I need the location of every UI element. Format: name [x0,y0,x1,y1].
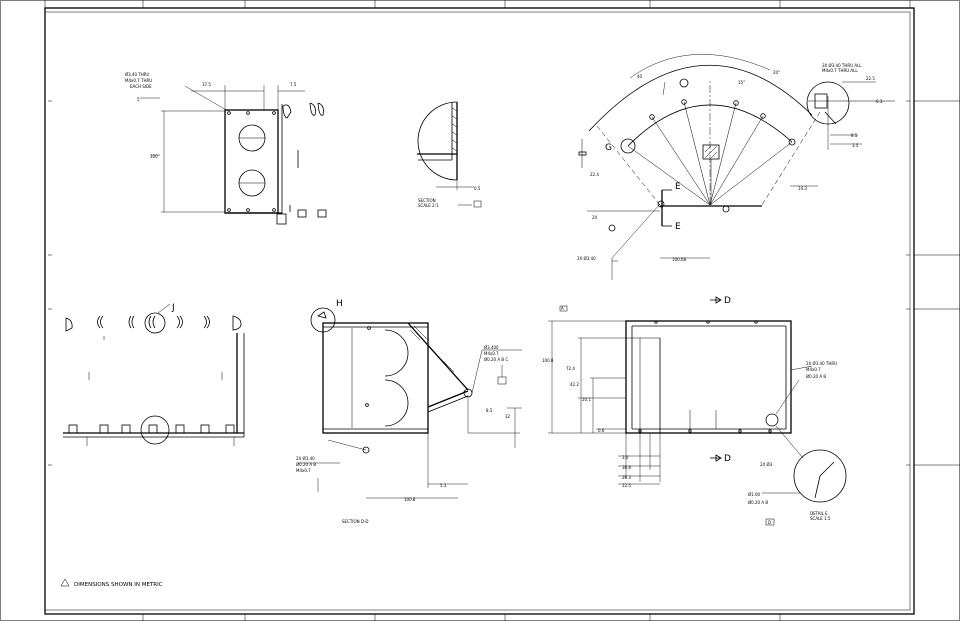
callout-e-top: E [675,182,681,192]
side-panel-view [63,303,245,446]
svg-text:M4x0.7 THRU: M4x0.7 THRU [125,78,152,83]
svg-text:M4x0.7 THRU ALL: M4x0.7 THRU ALL [822,68,858,73]
svg-text:EACH SIDE: EACH SIDE [130,84,152,89]
svg-text:8.5: 8.5 [486,408,493,413]
detail-e-scale: SCALE 1:5 [810,516,831,521]
svg-text:SCALE 2:1: SCALE 2:1 [418,203,439,208]
svg-text:100.8: 100.8 [404,497,416,502]
svg-text:3X Ø3.40 THRU ALL: 3X Ø3.40 THRU ALL [822,63,862,68]
svg-text:8.5: 8.5 [851,133,858,138]
svg-text:Ø3.400: Ø3.400 [484,345,499,350]
svg-text:100.08: 100.08 [672,257,686,262]
front-panel-dimensions: Ø3.40 THRU M4x0.7 THRU EACH SIDE 37.5 7.… [125,72,305,213]
edge-detail-view: 0.5 SECTION SCALE 2:1 [417,101,482,208]
svg-text:24: 24 [592,215,598,220]
svg-text:72.4: 72.4 [566,366,575,371]
callout-h: H [336,299,343,309]
svg-text:26.3: 26.3 [622,475,631,480]
callout-j: J [171,303,175,313]
svg-text:Ø1.00: Ø1.00 [748,492,761,497]
svg-text:12.5: 12.5 [622,483,631,488]
section-view: Ø3.400 M4x0.7 Ø0.20 A B C 8.5 32 5.3 100… [296,307,522,502]
svg-text:7.5: 7.5 [290,82,297,87]
section-d-title: SECTION D-D [342,519,369,524]
svg-text:22.5: 22.5 [866,76,875,81]
svg-text:M4x0.7: M4x0.7 [296,468,311,473]
svg-text:5.3: 5.3 [440,483,447,488]
callout-d-top: D [724,296,731,306]
svg-text:0.6: 0.6 [598,428,605,433]
svg-text:2X Ø3.40: 2X Ø3.40 [296,456,315,461]
svg-text:3.0: 3.0 [622,455,629,460]
flag-triangle-icon [60,578,70,587]
svg-text:15°: 15° [738,80,745,85]
callout-e-bottom: E [675,222,681,232]
svg-text:M4x0.7: M4x0.7 [484,351,499,356]
callout-d-bottom: D [724,454,731,464]
callout-g: G [605,143,612,153]
svg-text:2X Ø3: 2X Ø3 [760,462,773,467]
svg-text:14.3: 14.3 [798,186,807,191]
svg-text:2X Ø3.40: 2X Ø3.40 [577,256,596,261]
svg-text:22.4: 22.4 [590,172,599,177]
svg-text:100.8: 100.8 [542,358,554,363]
svg-text:6.3: 6.3 [876,99,883,104]
svg-text:30.8: 30.8 [622,465,631,470]
svg-text:2X Ø3.40 THRU: 2X Ø3.40 THRU [806,361,837,366]
svg-text:5: 5 [137,97,140,102]
svg-text:0.5: 0.5 [474,186,481,191]
svg-text:37.5: 37.5 [202,82,211,87]
front-panel-view [224,102,327,225]
svg-text:100: 100 [150,154,158,159]
svg-text:20.1: 20.1 [582,397,591,402]
top-assembly-view: 100.8 72.4 42.2 20.1 0.6 3.0 30.8 26.3 1… [542,296,847,526]
svg-text:20°: 20° [773,70,780,75]
arc-fan-view: 3X Ø3.40 THRU ALL M4x0.7 THRU ALL 22.5 6… [577,54,895,280]
svg-text:Ø0.20 A B C: Ø0.20 A B C [484,357,508,362]
svg-text:40: 40 [637,74,643,79]
detail-e-title: DETAIL E [810,511,828,516]
svg-text:Ø0.20 A B: Ø0.20 A B [296,462,316,467]
callout-letters: J H G E E D D D A [171,143,771,525]
svg-text:Ø0.20 A B: Ø0.20 A B [806,374,826,379]
section-arrows [661,189,672,227]
flag-note-text: DIMENSIONS SHOWN IN METRIC [74,582,163,588]
svg-text:M4x0.7: M4x0.7 [806,367,821,372]
zone-ticks [44,0,960,621]
svg-text:SECTION: SECTION [418,198,436,203]
svg-text:32: 32 [505,414,511,419]
svg-text:42.2: 42.2 [570,382,579,387]
datum-d: D [768,520,771,525]
general-note: DIMENSIONS SHOWN IN METRIC [60,578,163,588]
svg-text:Ø3.40 THRU: Ø3.40 THRU [125,72,150,77]
svg-text:3.5: 3.5 [852,143,859,148]
datum-a: A [561,306,564,311]
svg-text:Ø0.20 A B: Ø0.20 A B [748,500,768,505]
